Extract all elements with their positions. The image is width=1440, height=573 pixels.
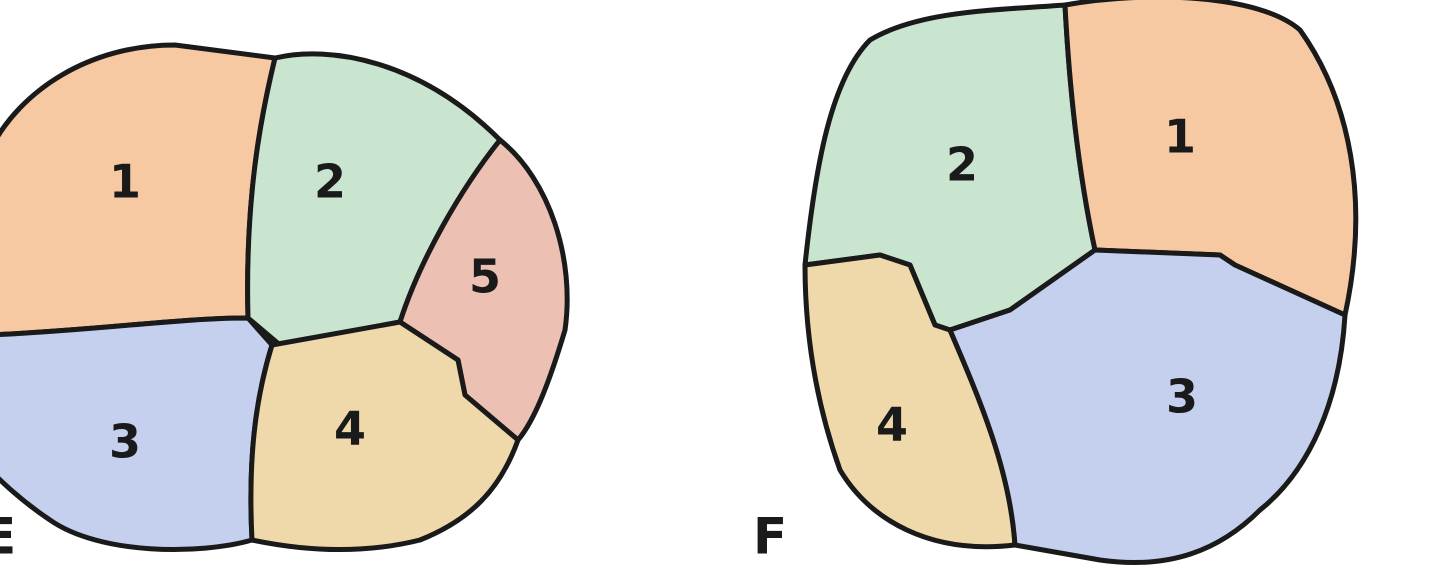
figure-f-letter: F [753,508,787,566]
figure-f: 2 1 4 3 F [753,0,1359,566]
figure-e: 1 2 5 3 4 E [0,42,570,566]
figure-e-label-5: 5 [469,250,501,304]
figure-f-label-2: 2 [946,138,978,192]
figure-e-label-1: 1 [109,155,141,209]
figure-f-label-4: 4 [876,398,908,452]
figure-f-cusp-3 [947,247,1348,565]
figure-f-label-1: 1 [1164,110,1196,164]
figure-e-label-2: 2 [314,155,346,209]
figure-e-label-3: 3 [109,415,141,469]
figure-e-label-4: 4 [334,402,366,456]
figure-e-cusp-4 [248,319,521,552]
figure-f-cusp-1 [1062,0,1359,318]
figure-e-letter: E [0,508,16,566]
figure-f-label-3: 3 [1166,370,1198,424]
figure-e-cusp-5 [397,137,570,443]
